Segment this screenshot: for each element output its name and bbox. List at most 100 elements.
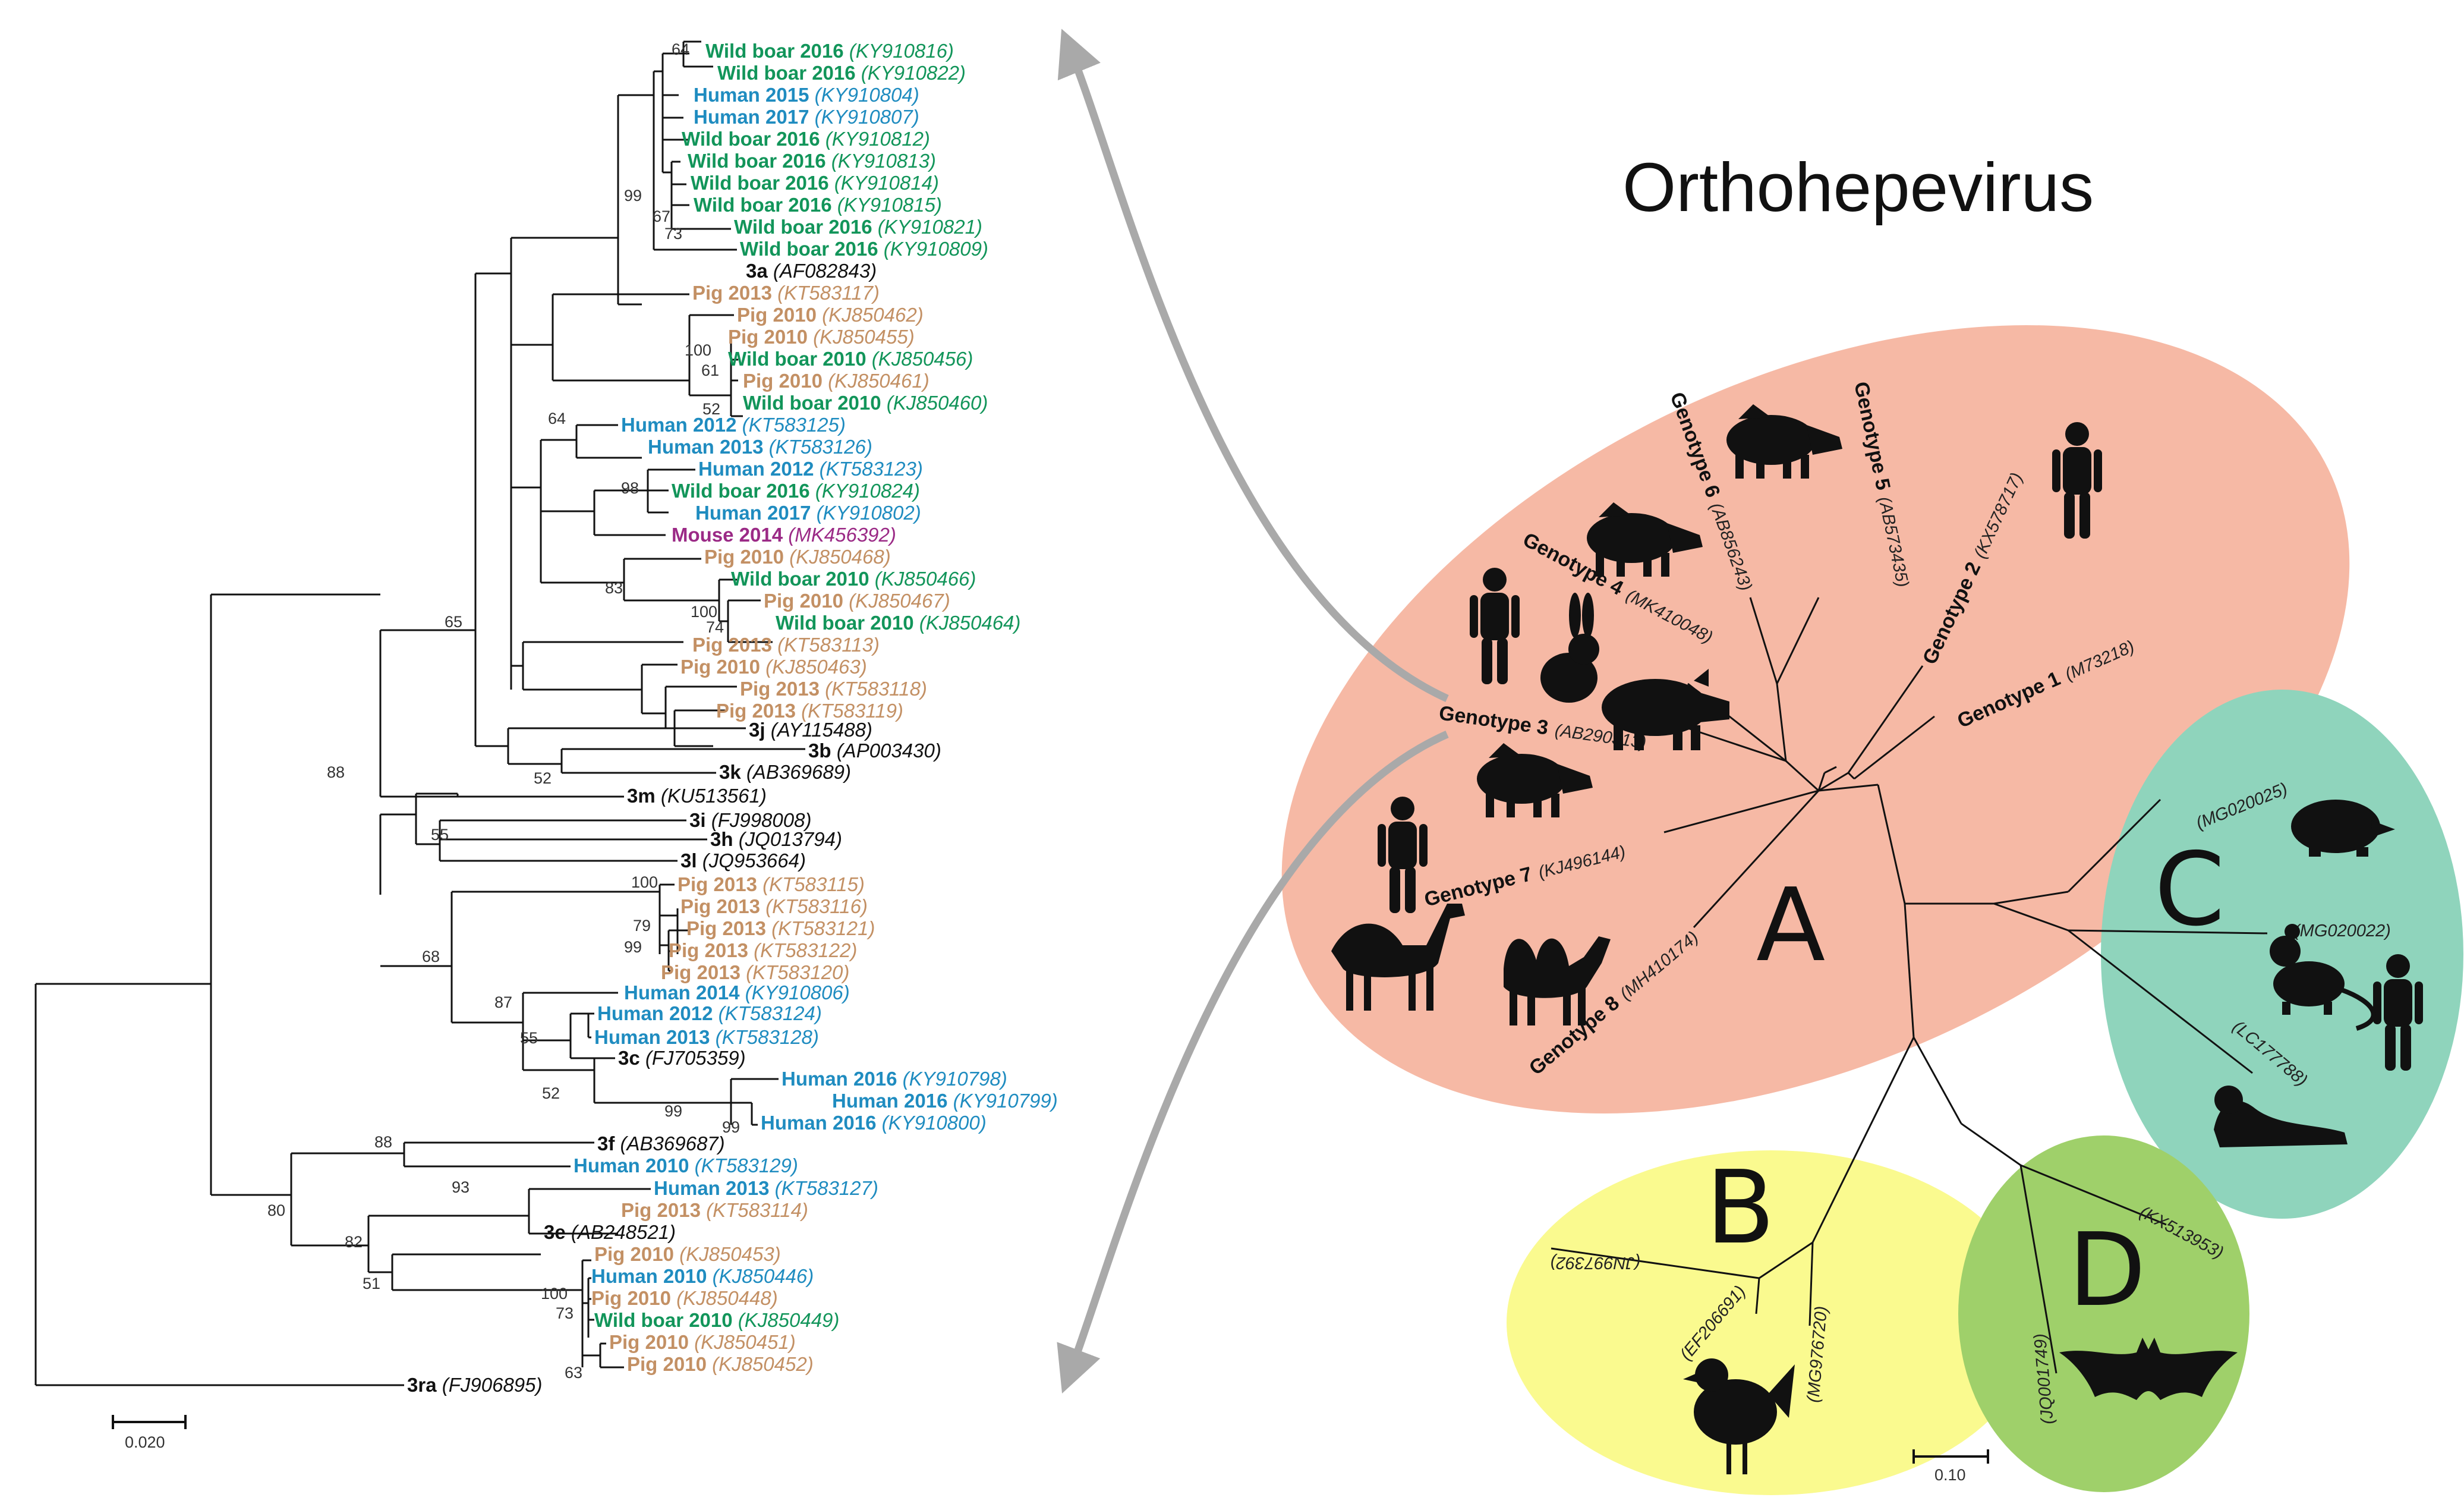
bootstrap-value: 87	[494, 993, 512, 1011]
leaf-label: Pig 2013 (KT583120)	[661, 961, 849, 983]
left-scale-label: 0.020	[125, 1433, 165, 1451]
leaf-label: Wild boar 2016 (KY910814)	[691, 172, 939, 194]
right-tree-branches	[1551, 597, 2268, 1374]
leaf-label: Human 2012 (KT583125)	[621, 414, 846, 436]
bootstrap-value: 100	[631, 873, 658, 891]
human-icon	[1470, 568, 1520, 684]
bootstrap-value: 99	[664, 1102, 682, 1120]
arrow-to-bottom	[1057, 731, 1449, 1394]
leaf-label: Wild boar 2010 (KJ850449)	[594, 1309, 839, 1331]
bootstrap-value: 100	[685, 341, 711, 359]
clade-a-label: A	[1756, 867, 1825, 984]
leaf-label: 3k (AB369689)	[719, 761, 851, 783]
leaf-label: Pig 2013 (KT583113)	[692, 634, 880, 656]
leaf-label: Pig 2010 (KJ850452)	[627, 1353, 814, 1375]
accession-label: (MG020022)	[2294, 921, 2391, 940]
bootstrap-value: 68	[422, 948, 440, 965]
bootstrap-value: 51	[363, 1275, 380, 1292]
bootstrap-value: 99	[722, 1118, 740, 1136]
bactrian-camel-icon	[1504, 936, 1611, 1025]
bootstrap-value: 88	[327, 763, 345, 781]
rat-icon	[2270, 924, 2376, 1031]
bootstrap-value: 61	[701, 361, 719, 379]
leaf-label: 3f (AB369687)	[597, 1132, 725, 1154]
pig-icon	[1602, 669, 1729, 750]
leaf-label: Pig 2013 (KT583117)	[692, 282, 880, 304]
wild-boar-icon	[1477, 743, 1593, 817]
leaf-label: Human 2013 (KT583126)	[648, 436, 872, 458]
clade-b-label: B	[1706, 1149, 1775, 1267]
bootstrap-value: 99	[624, 187, 642, 205]
leaf-label: 3i (FJ998008)	[689, 809, 811, 831]
leaf-label: 3a (AF082843)	[746, 260, 877, 282]
leaf-label: Wild boar 2016 (KY910809)	[740, 238, 988, 260]
wild-boar-icon	[1726, 404, 1842, 479]
leaf-label: Pig 2013 (KT583114)	[621, 1199, 808, 1221]
rabbit-icon	[1540, 593, 1599, 703]
leaf-label: Human 2010 (KT583129)	[574, 1154, 798, 1176]
bootstrap-value: 73	[556, 1304, 574, 1322]
clade-b-ellipse	[1507, 1150, 2036, 1495]
leaf-label: Pig 2013 (KT583121)	[686, 917, 875, 939]
bootstrap-value: 67	[653, 207, 670, 225]
left-tree-labels: Wild boar 2016 (KY910816) Wild boar 2016…	[407, 40, 1058, 1396]
leaf-label: Pig 2013 (KT583118)	[740, 678, 927, 700]
bootstrap-value: 80	[267, 1201, 285, 1219]
leaf-label: Wild boar 2016 (KY910821)	[734, 216, 982, 238]
bootstrap-value: 88	[374, 1133, 392, 1151]
leaf-label: Wild boar 2016 (KY910824)	[672, 480, 920, 502]
leaf-label: Wild boar 2010 (KJ850460)	[743, 392, 988, 414]
leaf-label: Wild boar 2016 (KY910815)	[694, 194, 942, 216]
bootstrap-value: 55	[431, 826, 449, 844]
bootstrap-value: 65	[445, 613, 462, 631]
bootstrap-value: 83	[605, 579, 623, 597]
leaf-label: Pig 2010 (KJ850448)	[591, 1287, 778, 1309]
leaf-label: Pig 2010 (KJ850468)	[704, 546, 891, 568]
bootstrap-value: 98	[621, 479, 639, 497]
leaf-label: 3b (AP003430)	[808, 740, 941, 762]
bootstrap-value: 52	[534, 769, 552, 787]
leaf-label: 3h (JQ013794)	[710, 828, 842, 850]
right-scale-label: 0.10	[1934, 1466, 1966, 1484]
left-tree-branches	[34, 40, 805, 1386]
leaf-label: Pig 2013 (KT583119)	[716, 700, 903, 722]
leaf-label: Wild boar 2010 (KJ850464)	[776, 612, 1020, 634]
leaf-label: Wild boar 2010 (KJ850466)	[731, 568, 976, 590]
leaf-label: Human 2012 (KT583124)	[597, 1002, 822, 1024]
figure-title: Orthohepevirus	[1622, 149, 2094, 226]
leaf-label: Pig 2010 (KJ850463)	[680, 656, 867, 678]
bootstrap-value: 93	[452, 1178, 470, 1196]
camel-icon	[1331, 904, 1465, 1011]
leaf-label: Human 2017 (KY910807)	[694, 106, 919, 128]
bootstrap-value: 74	[706, 618, 724, 636]
leaf-label: Pig 2010 (KJ850451)	[609, 1331, 796, 1353]
bootstrap-values: 64 99 67 73 100 61 52 64 98 83 100 74 65…	[267, 40, 740, 1382]
leaf-label: Human 2013 (KT583128)	[594, 1026, 819, 1048]
leaf-label: Pig 2013 (KT583116)	[680, 895, 868, 917]
bootstrap-value: 82	[345, 1233, 363, 1251]
mole-icon	[2291, 800, 2395, 857]
bootstrap-value: 100	[691, 603, 717, 621]
leaf-label: Human 2016 (KY910798)	[782, 1068, 1007, 1090]
bootstrap-value: 63	[565, 1364, 582, 1382]
bootstrap-value: 64	[672, 40, 689, 58]
bootstrap-value: 52	[542, 1084, 560, 1102]
accession-label: (JN997392)	[1550, 1253, 1640, 1272]
bootstrap-value: 73	[664, 225, 682, 243]
bootstrap-value: 52	[702, 400, 720, 418]
leaf-label: Wild boar 2016 (KY910812)	[682, 128, 930, 150]
ferret-icon	[2214, 1086, 2348, 1147]
leaf-label: 3e (AB248521)	[544, 1221, 676, 1243]
leaf-label: Pig 2010 (KJ850461)	[743, 370, 929, 392]
leaf-label: Human 2016 (KY910799)	[832, 1090, 1058, 1112]
leaf-label: Pig 2010 (KJ850455)	[728, 326, 915, 348]
leaf-label: 3m (KU513561)	[627, 785, 767, 807]
leaf-label: Pig 2013 (KT583122)	[669, 939, 857, 961]
bat-icon	[2059, 1338, 2238, 1400]
leaf-label: Pig 2013 (KT583115)	[678, 873, 865, 895]
leaf-label: Pig 2010 (KJ850453)	[594, 1243, 781, 1265]
leaf-label: Wild boar 2010 (KJ850456)	[728, 348, 973, 370]
bootstrap-value: 100	[541, 1285, 568, 1303]
leaf-label: Human 2017 (KY910802)	[695, 502, 921, 524]
leaf-label: Wild boar 2016 (KY910813)	[688, 150, 936, 172]
